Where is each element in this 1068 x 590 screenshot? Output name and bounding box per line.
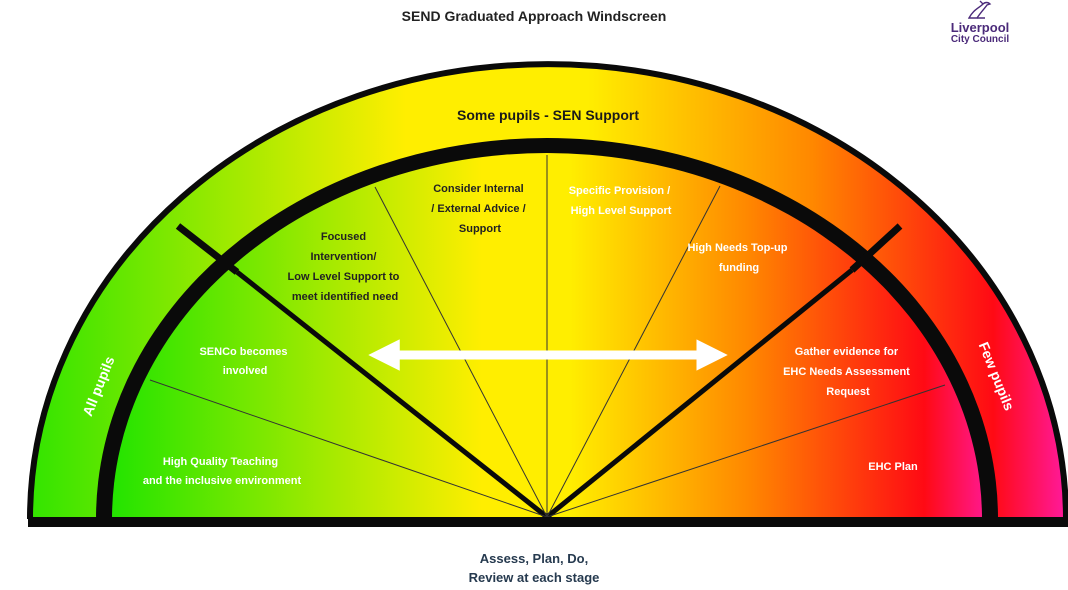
base-bar — [28, 517, 1068, 527]
footer-line1: Assess, Plan, Do, — [479, 551, 589, 566]
thick-divider-right — [545, 268, 854, 519]
segment-gather: Gather evidence for EHC Needs Assessment… — [783, 346, 913, 398]
segment-focused: Focused Intervention/ Low Level Support … — [288, 231, 403, 303]
segment-specific: Specific Provision / High Level Support — [569, 185, 674, 217]
left-band-divider — [175, 223, 240, 275]
segment-senco: SENCo becomes involved — [199, 346, 290, 377]
thin-divider-1 — [149, 379, 548, 518]
liver-bird-icon — [967, 0, 992, 19]
segment-consider: Consider Internal / External Advice / Su… — [431, 183, 528, 235]
page-title: SEND Graduated Approach Windscreen — [401, 8, 667, 24]
footer-line2: Review at each stage — [468, 570, 600, 585]
council-logo: Liverpool City Council — [935, 0, 1025, 50]
right-band-divider — [849, 223, 903, 273]
thin-divider-5 — [546, 384, 946, 518]
segment-ehc-plan: EHC Plan — [868, 461, 918, 473]
logo-line1: Liverpool — [950, 20, 1010, 35]
footer-caption: Assess, Plan, Do, Review at each stage — [0, 549, 1068, 587]
band-label-top: Some pupils - SEN Support — [457, 107, 639, 123]
segment-top-up: High Needs Top-up funding — [687, 242, 790, 274]
segment-quality-teaching: High Quality Teaching and the inclusive … — [143, 456, 302, 487]
thick-divider-left — [235, 270, 549, 519]
logo-line2: City Council — [950, 34, 1010, 45]
outer-edge — [27, 61, 1068, 520]
